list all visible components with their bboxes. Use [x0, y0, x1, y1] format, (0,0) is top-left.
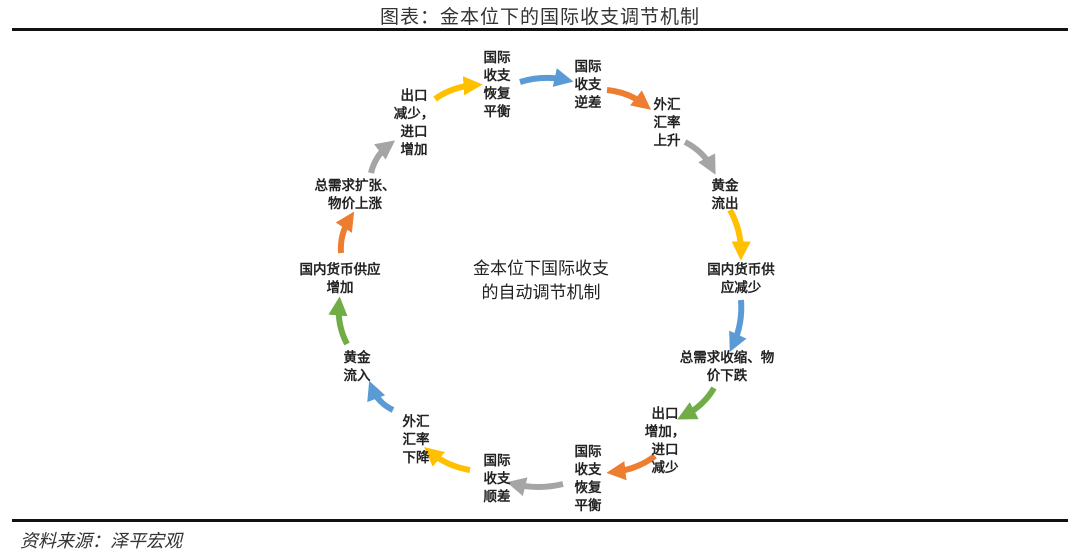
node-label-line: 进口: [652, 442, 679, 458]
node-label-line: 进口: [401, 124, 428, 140]
node-label-line: 国内货币供: [707, 261, 775, 278]
node-label-line: 逆差: [575, 94, 602, 111]
node-label-line: 收支: [575, 76, 603, 93]
center-label-line-1: 金本位下国际收支: [473, 259, 609, 279]
node-label-line: 上升: [654, 132, 682, 149]
node-label-line: 减少，: [394, 105, 435, 122]
cycle-arrow: [335, 211, 355, 254]
cycle-arrow: [367, 380, 395, 413]
cycle-arrow: [729, 299, 747, 352]
cycle-arrow: [424, 447, 471, 473]
node-label-line: 收支: [575, 461, 603, 478]
node-label-line: 外汇: [654, 96, 682, 113]
node-label-line: 减少: [652, 459, 680, 476]
node-label-line: 顺差: [484, 488, 511, 505]
node-label-line: 国际: [484, 50, 511, 66]
bottom-rule: [12, 519, 1068, 522]
node-label-line: 应减少: [721, 279, 762, 296]
node-label-line: 国际: [575, 444, 603, 460]
figure-title: 图表：金本位下的国际收支调节机制: [379, 6, 700, 28]
node-label-line: 出口: [652, 405, 679, 422]
node-label-line: 外汇: [403, 413, 430, 430]
node-label-line: 平衡: [484, 103, 511, 120]
top-rule: [12, 28, 1068, 31]
node-label-line: 国际: [575, 59, 603, 75]
arrow-layer: [328, 68, 751, 497]
center-label-line-2: 的自动调节机制: [482, 283, 601, 303]
cycle-node-n13: 总需求扩张、物价上涨: [315, 177, 396, 212]
source-note: 资料来源：泽平宏观: [20, 531, 182, 552]
cycle-arrow: [677, 386, 717, 420]
node-label-line: 收支: [484, 470, 511, 487]
cycle-arrow: [727, 208, 751, 261]
cycle-arrow: [606, 87, 652, 110]
node-layer: 国际收支恢复平衡国际收支逆差外汇汇率上升黄金流出国内货币供应减少总需求收缩、物价…: [300, 50, 776, 514]
node-label-line: 平衡: [575, 497, 603, 514]
node-label-line: 价下跌: [707, 368, 748, 384]
center-label: 金本位下国际收支 的自动调节机制: [473, 259, 609, 303]
cycle-arrow: [433, 76, 483, 102]
cycle-arrow: [519, 68, 574, 87]
node-label-line: 增加: [401, 141, 428, 158]
node-label-line: 恢复: [484, 85, 511, 102]
node-label-line: 出口: [401, 87, 428, 104]
cycle-arrow: [368, 140, 396, 174]
node-label-line: 下降: [403, 449, 430, 466]
node-label-line: 收支: [484, 67, 511, 84]
node-label-line: 汇率: [654, 114, 682, 131]
node-label-line: 国际: [484, 453, 511, 469]
node-label-line: 黄金: [344, 349, 371, 366]
node-label-line: 增加: [327, 279, 354, 296]
cycle-arrow: [606, 453, 657, 481]
node-label-line: 流出: [712, 195, 739, 212]
node-label-line: 总需求扩张、: [315, 177, 396, 194]
node-label-line: 总需求收缩、物: [680, 349, 775, 366]
cycle-arrow: [506, 477, 564, 497]
node-label-line: 流入: [344, 367, 371, 384]
node-label-line: 黄金: [712, 177, 740, 194]
node-label-line: 汇率: [403, 431, 430, 448]
node-label-line: 国内货币供应: [300, 261, 381, 278]
node-label-line: 增加，: [645, 423, 686, 440]
cycle-arrow: [683, 139, 716, 175]
node-label-line: 物价上涨: [328, 195, 382, 212]
node-label-line: 恢复: [575, 479, 603, 496]
cycle-arrow: [328, 296, 350, 346]
